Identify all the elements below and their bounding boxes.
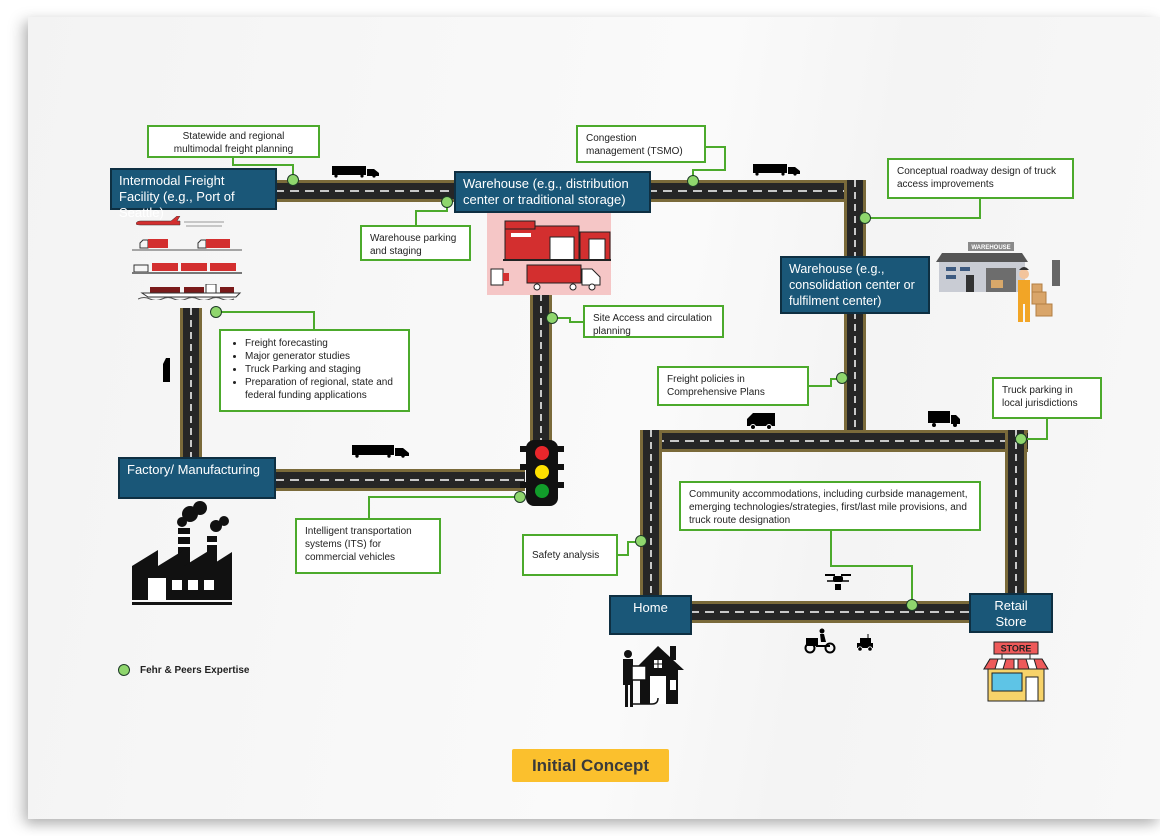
expertise-dot-community[interactable] <box>906 599 918 611</box>
connector <box>1021 438 1048 440</box>
node-factory: Factory/ Manufacturing <box>118 457 276 499</box>
connector <box>569 321 584 323</box>
connector <box>911 565 913 605</box>
truck-icon <box>132 239 242 251</box>
cargo-bike-icon <box>804 628 836 654</box>
connector <box>808 385 832 387</box>
warehouse-building-icon: WAREHOUSE <box>936 242 1060 322</box>
callout-site-access: Site Access and circulation planning <box>583 305 724 338</box>
semi-truck-icon <box>332 166 379 178</box>
road-intermodal-to-warehouse <box>275 180 460 202</box>
callout-freight-policies: Freight policies in Comprehensive Plans <box>657 366 809 406</box>
forecast-item: Major generator studies <box>245 350 400 363</box>
connector <box>627 541 641 543</box>
expertise-dot-warehouse-parking[interactable] <box>441 196 453 208</box>
forecast-item: Preparation of regional, state and feder… <box>245 376 400 402</box>
connector <box>830 565 913 567</box>
connector <box>216 311 314 313</box>
callout-conceptual-roadway: Conceptual roadway design of truck acces… <box>887 158 1074 199</box>
callout-its: Intelligent transportation systems (ITS)… <box>295 518 441 574</box>
expertise-dot-congestion[interactable] <box>687 175 699 187</box>
road-warehouse-to-signal <box>530 294 552 442</box>
rail-icon <box>132 263 242 274</box>
callout-safety-analysis: Safety analysis <box>522 534 618 576</box>
legend: Fehr & Peers Expertise <box>118 664 250 676</box>
connector <box>866 217 981 219</box>
road-home-to-retail <box>690 601 972 623</box>
box-truck-icon <box>928 411 960 427</box>
legend-dot-icon <box>118 664 130 676</box>
connector <box>415 210 447 212</box>
callout-truck-parking-local: Truck parking in local jurisdictions <box>992 377 1102 419</box>
initial-concept-badge: Initial Concept <box>512 749 669 782</box>
forecast-item: Freight forecasting <box>245 337 400 350</box>
expertise-dot-policies[interactable] <box>836 372 848 384</box>
connector <box>232 157 234 165</box>
node-warehouse-distribution: Warehouse (e.g., distribution center or … <box>454 171 651 213</box>
van-icon <box>747 413 775 430</box>
expertise-dot-conceptual[interactable] <box>859 212 871 224</box>
callout-warehouse-parking: Warehouse parking and staging <box>360 225 471 261</box>
callout-freight-forecasting: Freight forecasting Major generator stud… <box>219 329 410 412</box>
store-illustration: STORE <box>982 641 1050 703</box>
expertise-dot-its[interactable] <box>514 491 526 503</box>
semi-truck-icon <box>352 445 409 458</box>
ship-icon <box>138 284 242 300</box>
connector <box>705 146 725 148</box>
connector <box>1046 418 1048 439</box>
warehouse-distribution-image <box>487 213 611 295</box>
expertise-dot-forecasting[interactable] <box>210 306 222 318</box>
connector <box>617 554 629 556</box>
semi-truck-icon <box>753 164 800 176</box>
road-port-to-factory <box>180 308 202 464</box>
road-warehouse-to-east <box>648 180 866 202</box>
factory-icon <box>132 501 232 605</box>
callout-community-accommodations: Community accommodations, including curb… <box>679 481 981 531</box>
connector <box>830 530 832 566</box>
connector <box>292 164 294 180</box>
expertise-dot-safety[interactable] <box>635 535 647 547</box>
svg-text:STORE: STORE <box>1001 644 1032 654</box>
callout-congestion-management: Congestion management (TSMO) <box>576 125 706 163</box>
delivery-robot-icon <box>857 634 873 652</box>
node-home: Home <box>609 595 692 635</box>
legend-label: Fehr & Peers Expertise <box>140 664 250 676</box>
node-intermodal-freight-facility: Intermodal Freight Facility (e.g., Port … <box>110 168 277 220</box>
road-local-left <box>640 430 662 600</box>
drone-icon <box>825 574 851 590</box>
connector <box>830 378 832 387</box>
connector <box>232 164 294 166</box>
road-local-top <box>640 430 1028 452</box>
connector <box>979 198 981 218</box>
forecast-item: Truck Parking and staging <box>245 363 400 376</box>
connector <box>313 311 315 330</box>
connector <box>569 317 571 322</box>
warehouse-icon <box>490 220 611 291</box>
forecast-list: Freight forecasting Major generator stud… <box>231 337 400 402</box>
expertise-dot-site-access[interactable] <box>546 312 558 324</box>
rail-side-icon <box>163 358 170 382</box>
connector <box>627 541 629 556</box>
home-delivery-icon <box>623 646 684 707</box>
node-retail-store: Retail Store <box>969 593 1053 633</box>
road-factory-to-signal <box>275 469 525 491</box>
connector <box>724 146 726 170</box>
store-icon: STORE <box>983 641 1049 702</box>
traffic-light-icon <box>520 440 564 506</box>
expertise-dot-truck-parking[interactable] <box>1015 433 1027 445</box>
airplane-icon <box>136 216 224 227</box>
connector <box>368 496 370 519</box>
connector <box>552 317 570 319</box>
road-local-right <box>1005 430 1027 600</box>
svg-text:WAREHOUSE: WAREHOUSE <box>971 245 1010 251</box>
callout-statewide-planning: Statewide and regional multimodal freigh… <box>147 125 320 158</box>
connector <box>368 496 520 498</box>
node-warehouse-consolidation: Warehouse (e.g., consolidation center or… <box>780 256 930 314</box>
expertise-dot-statewide[interactable] <box>287 174 299 186</box>
connector <box>692 169 726 171</box>
connector <box>415 210 417 226</box>
